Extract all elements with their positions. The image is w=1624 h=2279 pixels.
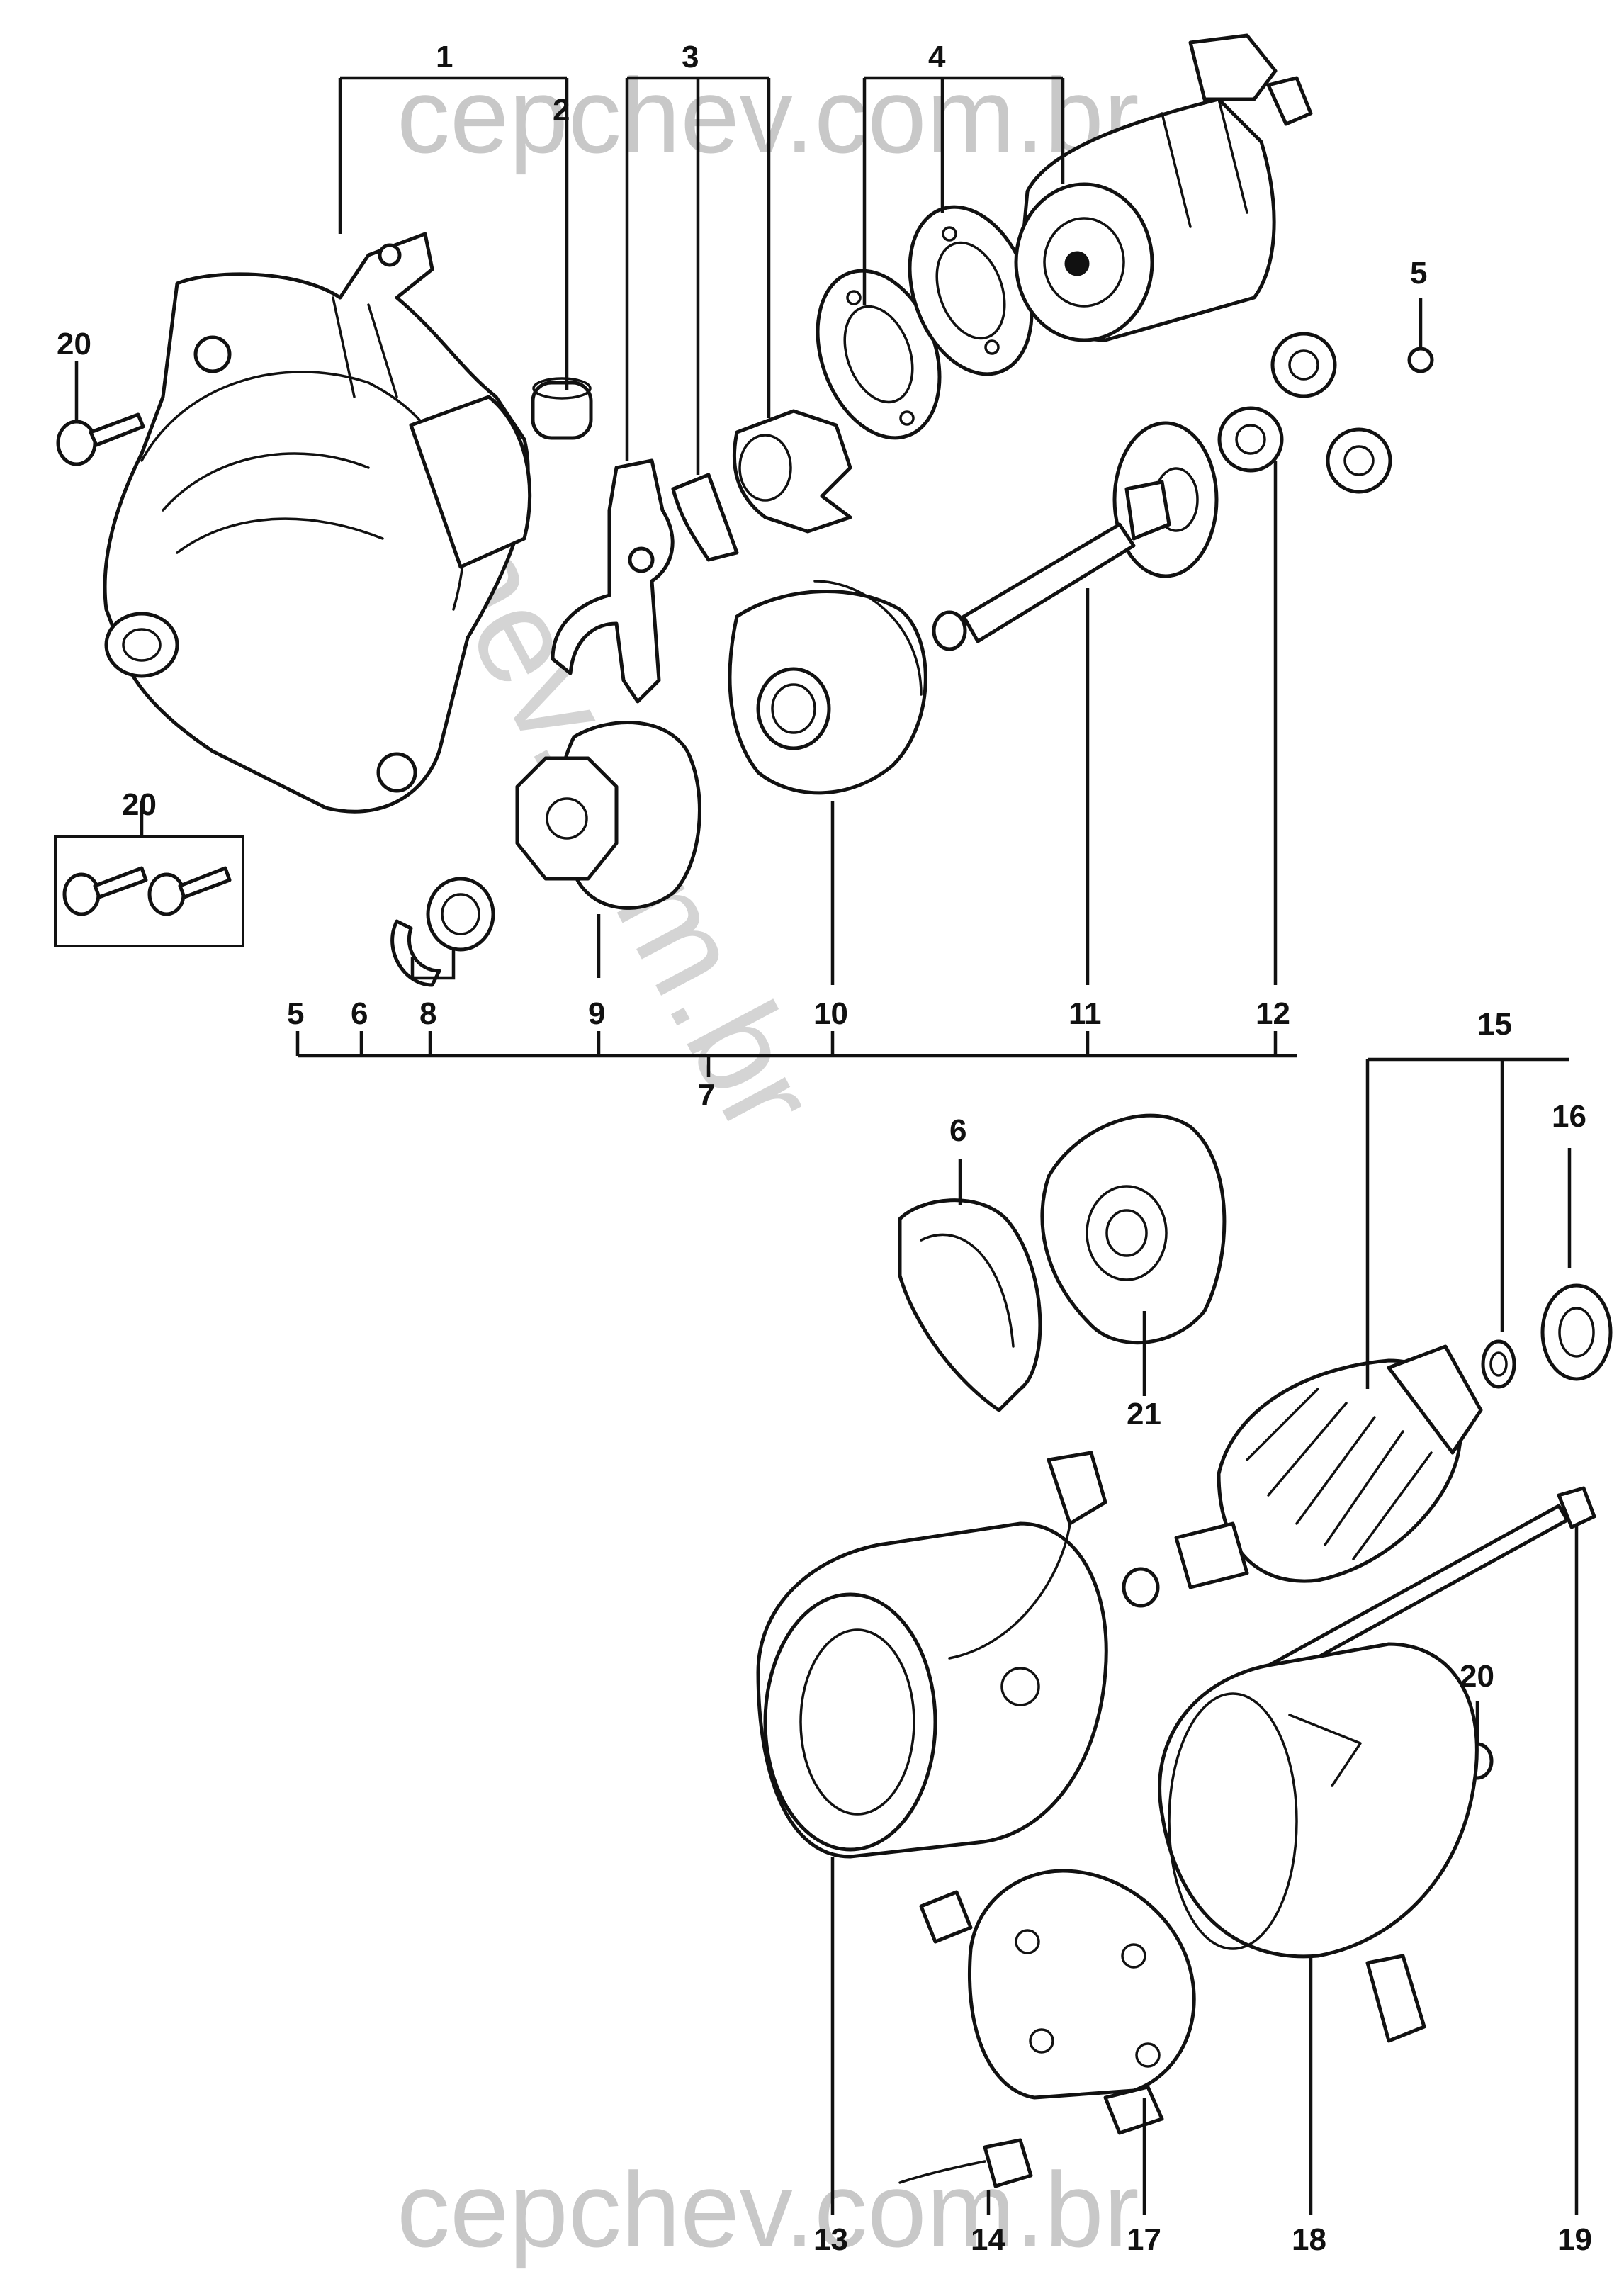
part-steel-ball xyxy=(1407,347,1434,373)
callout-2: 2 xyxy=(553,93,570,128)
callout-15: 15 xyxy=(1477,1007,1512,1042)
callout-6-lower: 6 xyxy=(949,1113,966,1148)
part-plunger-block xyxy=(732,409,852,534)
leader-lines xyxy=(74,76,1579,2215)
callout-5-row: 5 xyxy=(287,996,304,1031)
part-washer xyxy=(1481,1339,1516,1389)
part-armature xyxy=(1122,1344,1483,1608)
callout-21: 21 xyxy=(1127,1397,1161,1431)
part-shift-lever xyxy=(551,458,675,704)
callout-11: 11 xyxy=(1068,996,1102,1031)
callout-10: 10 xyxy=(813,996,848,1031)
part-screw-top-left xyxy=(56,412,145,466)
part-pinion-shaft xyxy=(932,421,1219,651)
part-brush xyxy=(898,2138,1033,2188)
part-yoke xyxy=(756,1451,1108,1859)
part-stop-ring xyxy=(390,919,441,987)
screw-kit-box xyxy=(54,835,244,947)
callout-18: 18 xyxy=(1292,2222,1326,2257)
part-solenoid xyxy=(1014,33,1313,342)
part-plug xyxy=(531,377,593,440)
part-brush-holder xyxy=(919,1869,1196,2135)
callout-19: 19 xyxy=(1557,2222,1592,2257)
part-end-frame xyxy=(1158,1642,1479,2043)
part-retainer-band xyxy=(898,1198,1042,1412)
callout-16: 16 xyxy=(1552,1099,1586,1134)
part-dust-cover xyxy=(1040,1113,1227,1345)
part-screw-kit-b xyxy=(147,866,232,916)
part-screw-kit-a xyxy=(62,866,148,916)
callout-20-lower: 20 xyxy=(1460,1659,1494,1694)
part-idler-gear-1 xyxy=(1270,332,1337,398)
part-spring-plate xyxy=(671,473,739,562)
part-idler-gear-3 xyxy=(1326,427,1392,494)
callout-1: 1 xyxy=(436,40,453,74)
callout-9: 9 xyxy=(588,996,605,1031)
callout-12: 12 xyxy=(1256,996,1290,1031)
callout-labels: 1 2 3 4 5 20 20 5 6 8 9 10 11 12 7 15 16… xyxy=(57,40,1592,2257)
part-pinion-clutch xyxy=(515,721,701,910)
callout-6-row: 6 xyxy=(351,996,368,1031)
callout-17: 17 xyxy=(1127,2222,1161,2257)
part-clutch-housing xyxy=(728,580,927,795)
callout-4: 4 xyxy=(928,40,946,74)
callout-20-box: 20 xyxy=(122,787,157,822)
callout-5-top: 5 xyxy=(1410,256,1427,291)
part-idler-gear-2 xyxy=(1217,406,1284,473)
callout-8: 8 xyxy=(419,996,436,1031)
part-bearing xyxy=(1540,1283,1613,1381)
callout-7: 7 xyxy=(698,1078,715,1113)
callout-14: 14 xyxy=(971,2222,1005,2257)
callout-20-top-left: 20 xyxy=(57,327,91,361)
callout-13: 13 xyxy=(813,2222,848,2257)
part-drive-end-housing xyxy=(103,232,532,814)
part-stop-collar xyxy=(426,877,495,952)
callout-3: 3 xyxy=(682,40,699,74)
